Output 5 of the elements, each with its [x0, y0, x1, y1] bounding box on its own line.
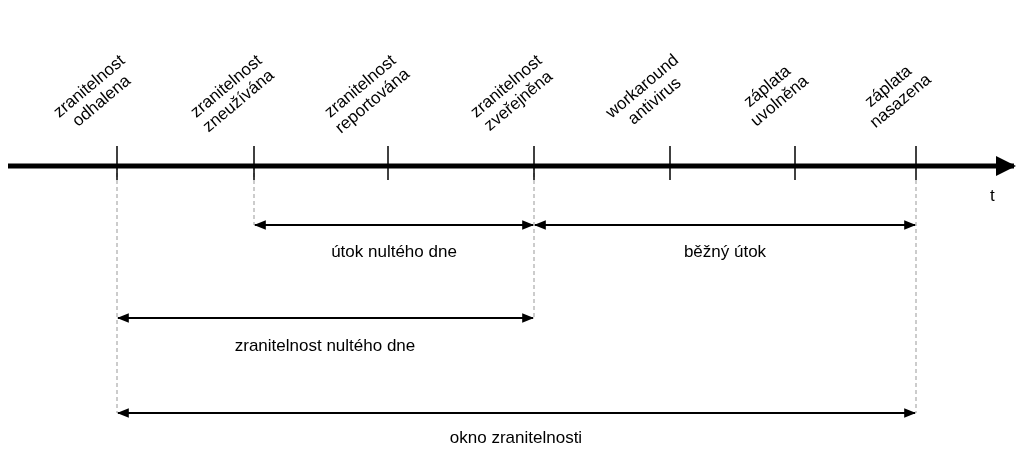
interval-label: běžný útok	[683, 242, 767, 261]
interval-label: zranitelnost nultého dne	[234, 336, 416, 355]
axis-label: t	[990, 186, 995, 205]
interval-label: útok nultého dne	[331, 242, 457, 261]
interval-label: okno zranitelnosti	[449, 428, 583, 447]
